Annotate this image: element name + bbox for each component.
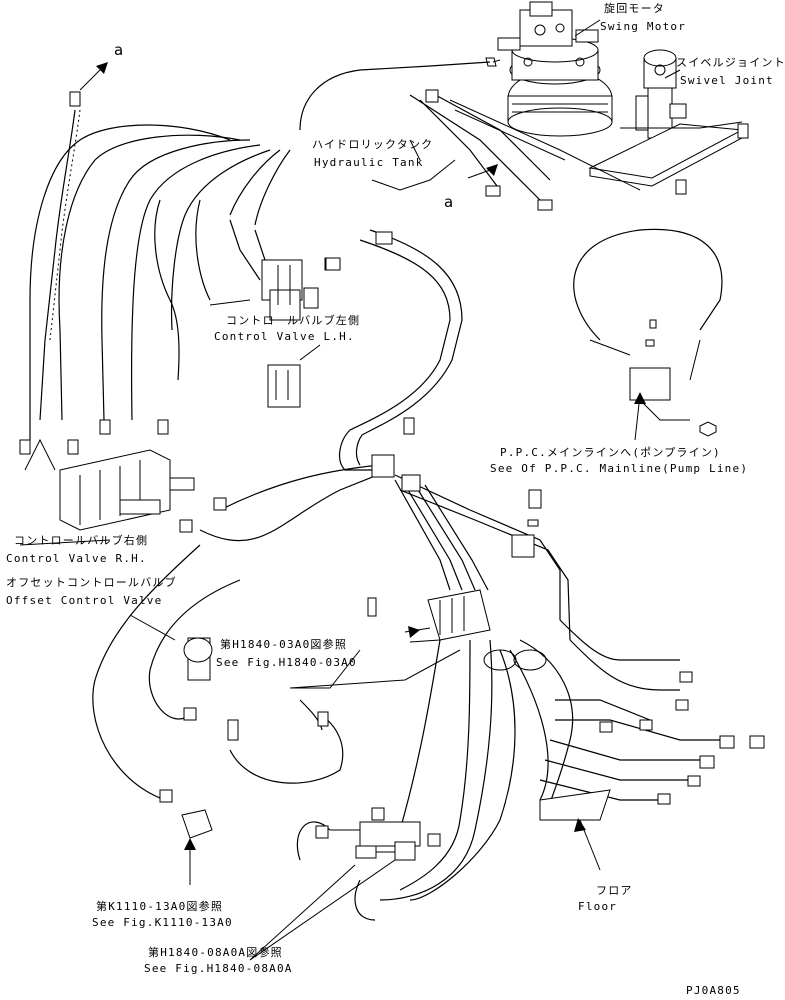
lower-manifold xyxy=(296,821,421,921)
control-valve-lh-label-jp: コントロールバルブ左側 xyxy=(226,314,361,327)
ppc-mainline-label-jp: P.P.C.メインラインへ(ポンプライン) xyxy=(500,446,721,459)
control-valve-rh xyxy=(59,449,195,531)
hydraulic-tank-label-en: Hydraulic Tank xyxy=(314,156,424,169)
offset-valve-label-en: Offset Control Valve xyxy=(6,594,163,607)
swing-motor-icon xyxy=(497,1,613,137)
leader-lines xyxy=(19,19,681,961)
hydraulic-tank-label-jp: ハイドロリックタンク xyxy=(312,138,434,151)
swing-motor-label-en: Swing Motor xyxy=(600,20,687,33)
arrow-icon xyxy=(96,62,646,850)
fig-k1110-label-en: See Fig.K1110-13A0 xyxy=(92,916,233,929)
fig-h1840-03-label-en: See Fig.H1840-03A0 xyxy=(216,656,357,669)
swivel-joint-icon xyxy=(588,49,744,187)
offset-valve-label-jp: オフセットコントロールバルブ xyxy=(6,576,177,589)
ppc-mainline xyxy=(573,228,723,437)
floor-label-en: Floor xyxy=(578,900,618,913)
fittings xyxy=(19,89,765,847)
ref-a-label-top: a xyxy=(114,41,124,59)
fig-h1840-03-label-jp: 第H1840-03A0図参照 xyxy=(220,638,348,651)
control-valve-rh-label-en: Control Valve R.H. xyxy=(6,552,147,565)
left-lower-hoses xyxy=(92,464,391,839)
drawing-code: PJ0A805 xyxy=(686,984,741,997)
swivel-joint-label-en: Swivel Joint xyxy=(680,74,774,87)
fig-h1840-08-label-jp: 第H1840-08A0A図参照 xyxy=(148,946,283,959)
upper-hose-harness xyxy=(29,57,641,440)
swivel-joint-label-jp: スイベルジョイント xyxy=(676,56,785,69)
center-bundle xyxy=(338,229,720,901)
ppc-mainline-label-en: See Of P.P.C. Mainline(Pump Line) xyxy=(490,462,749,475)
swing-motor-label-jp: 旋回モータ xyxy=(604,2,665,15)
control-valve-rh-label-jp: コントロールバルブ右側 xyxy=(14,534,149,547)
control-valve-lh-label-en: Control Valve L.H. xyxy=(214,330,355,343)
fig-h1840-08-label-en: See Fig.H1840-08A0A xyxy=(144,962,293,975)
ref-a-label-center: a xyxy=(444,193,454,211)
fig-k1110-label-jp: 第K1110-13A0図参照 xyxy=(96,900,224,913)
floor-label-jp: フロア xyxy=(596,884,633,897)
